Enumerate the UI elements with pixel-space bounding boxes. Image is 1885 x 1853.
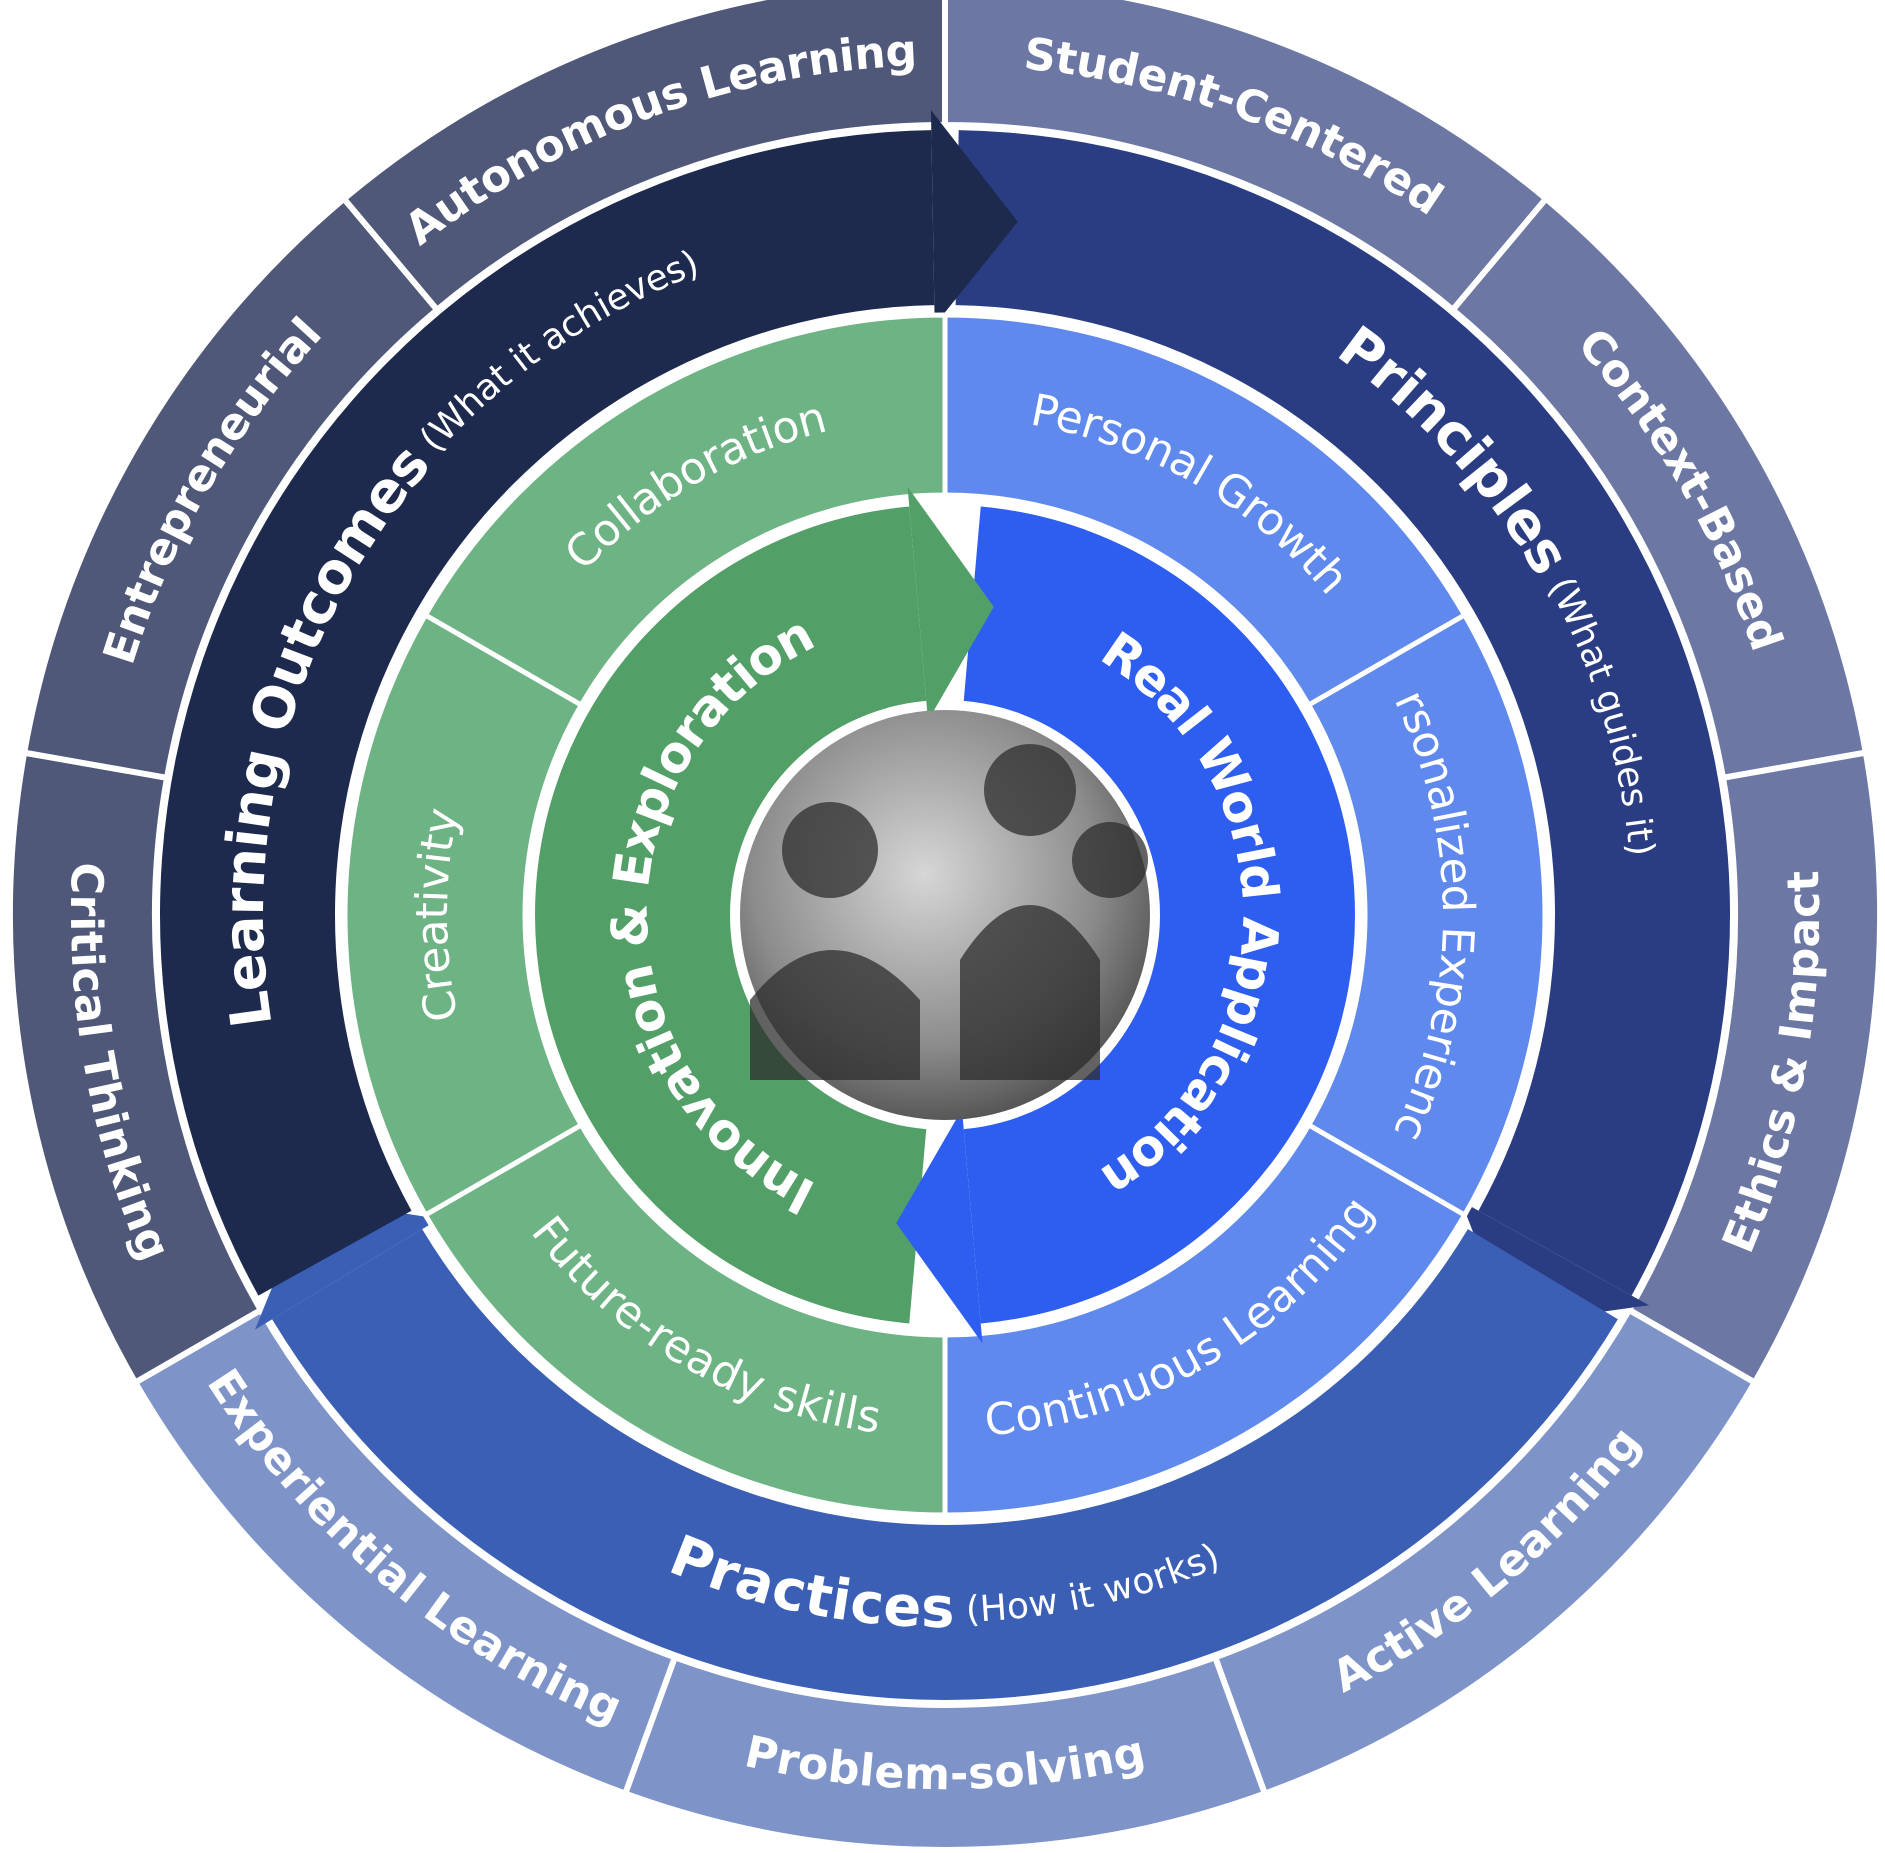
- inner-segment-future-ready-skills: [421, 1121, 948, 1518]
- outer-segment-autonomous-learning: [339, 0, 948, 315]
- inner-segment-personalized-experiences: [1305, 611, 1548, 1219]
- photo-figures-icon: [750, 744, 1148, 1080]
- outer-ring: [7, 0, 1883, 1853]
- inner-segment-collaboration: [421, 312, 948, 709]
- band-outcomes-arrowhead-icon: [930, 110, 1018, 326]
- band-practices: [272, 1229, 1618, 1701]
- inner-segment-personal-growth: [942, 312, 1469, 709]
- core-green-arrowhead-icon: [907, 486, 994, 721]
- category-band-ring: [159, 110, 1730, 1701]
- inner-ring: [342, 312, 1548, 1518]
- band-principles: [955, 130, 1730, 1296]
- inner-segment-creativity: [342, 611, 585, 1219]
- band-outcomes: [159, 130, 935, 1296]
- core-blue-arrowhead-icon: [896, 1109, 983, 1344]
- core-blue-arc: [963, 506, 1355, 1324]
- inner-segment-continuous-learning: [942, 1121, 1469, 1518]
- core-green-arc: [535, 506, 927, 1324]
- center-photo: [740, 710, 1150, 1120]
- core-ring: [535, 486, 1355, 1344]
